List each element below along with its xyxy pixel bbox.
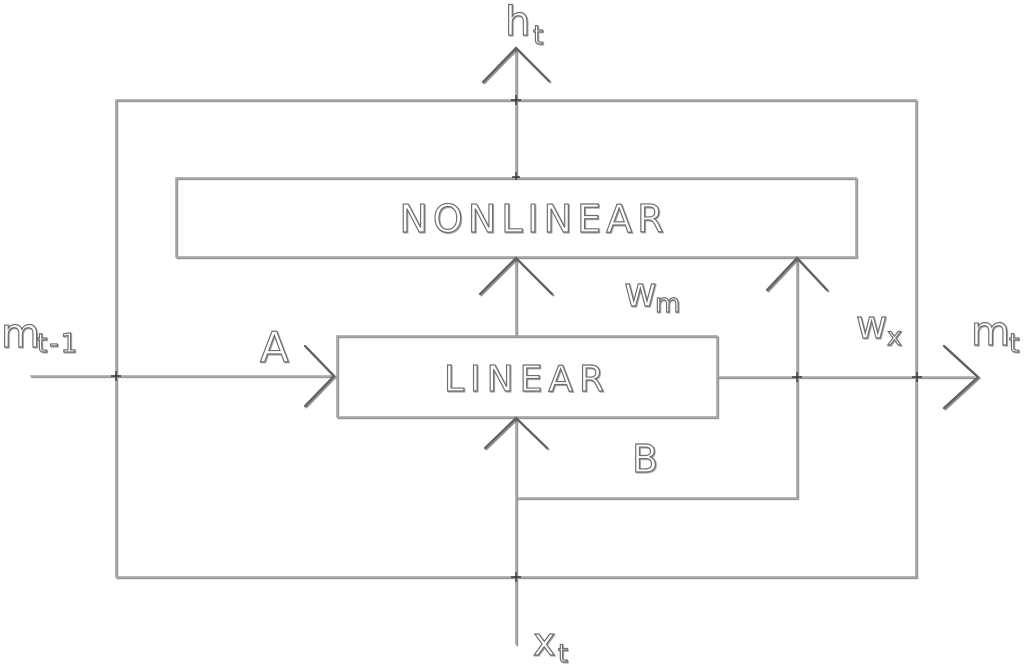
weight-b-label: B <box>632 437 658 481</box>
xt-label-sub: t <box>558 639 568 668</box>
mt-label: m <box>971 309 1010 355</box>
m-prev-label-sub: t-1 <box>37 329 79 359</box>
linear-to-nonlinear-arrowhead-icon <box>478 256 554 296</box>
branch-arrowhead-icon <box>765 256 829 292</box>
wm-label: w <box>624 270 657 316</box>
crossing-tick <box>511 95 521 105</box>
ht-label: h <box>505 0 530 45</box>
mt-arrowhead-icon <box>942 344 980 410</box>
crossing-tick <box>512 172 520 180</box>
crossing-tick <box>912 372 922 382</box>
xt-label: x <box>533 620 556 664</box>
m-prev-arrowhead-icon <box>303 344 336 408</box>
wm-label-sub: m <box>655 289 680 319</box>
weight-a-label: A <box>260 323 289 372</box>
wx-label: w <box>856 303 887 347</box>
m-prev-label: m <box>1 311 40 357</box>
crossing-tick <box>511 572 521 582</box>
ht-label-sub: t <box>533 21 543 51</box>
nonlinear-label: NONLINEAR <box>400 197 669 241</box>
ht-arrowhead-icon <box>481 46 551 84</box>
mt-label-sub: t <box>1009 329 1019 359</box>
linear-label: LINEAR <box>444 359 610 400</box>
crossing-ticks <box>111 95 922 582</box>
xt-arrowhead-icon <box>483 416 549 450</box>
wx-label-sub: x <box>887 322 902 351</box>
crossing-tick <box>792 372 802 382</box>
crossing-tick <box>111 371 121 381</box>
xt-branch-to-nonlinear-line <box>516 259 798 499</box>
